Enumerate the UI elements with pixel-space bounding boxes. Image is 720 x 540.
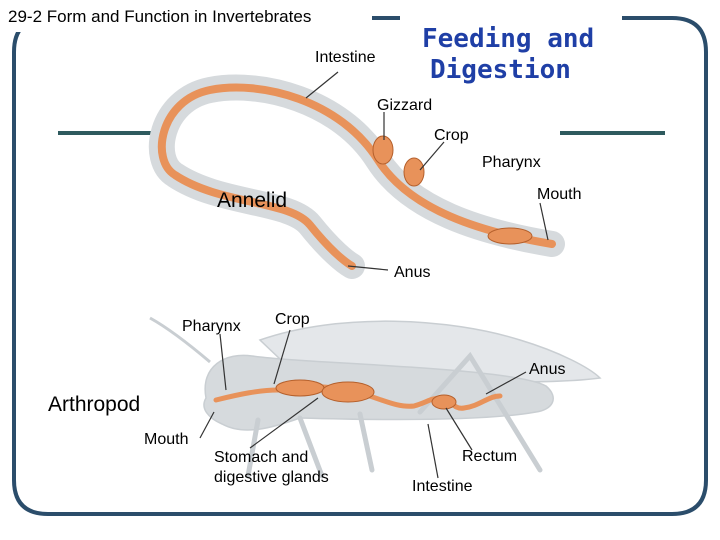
arthropod-intestine-label: Intestine (412, 478, 473, 495)
arthropod-crop-bulge (275, 379, 325, 397)
arthropod-rectum-label: Rectum (462, 448, 518, 465)
annelid-intestine-leader (305, 71, 339, 99)
arthropod-pharynx-label: Pharynx (182, 318, 241, 335)
page-heading: Feeding and Digestion (422, 24, 594, 86)
annelid-crop-bulge (403, 157, 425, 187)
arthropod-stomach-bulge (321, 381, 375, 403)
arthropod-mouth-label: Mouth (144, 431, 189, 448)
annelid-name: Annelid (217, 189, 288, 212)
arthropod-rectum-bulge (431, 394, 457, 410)
annelid-gizzard-label: Gizzard (377, 97, 433, 114)
arthropod-anus-leader (485, 371, 527, 395)
arthropod-stomach-label-line-2: digestive glands (214, 469, 329, 486)
arthropod-legs (245, 351, 543, 479)
annelid-mouth-label: Mouth (537, 186, 582, 203)
arthropod-mouth-leader (199, 411, 215, 439)
annelid-crop-leader (419, 141, 445, 171)
annelid-crop-label: Crop (434, 127, 469, 144)
arthropod-antenna (149, 316, 211, 364)
annelid-illustration (148, 71, 565, 279)
slide-frame (12, 16, 708, 516)
heading-line-1: Feeding and (422, 24, 595, 54)
annelid-pharynx-label: Pharynx (482, 154, 541, 171)
arthropod-intestine-leader (427, 423, 439, 479)
arthropod-illustration (149, 316, 602, 479)
annelid-anus-leader (347, 265, 389, 271)
arthropod-crop-label: Crop (275, 311, 310, 328)
title-backdrop (0, 0, 372, 32)
arthropod-anus-label: Anus (529, 361, 566, 378)
annelid-pharynx-bulge (487, 227, 533, 245)
arthropod-crop-leader (273, 329, 291, 385)
arthropod-stomach-label-line-1: Stomach and (214, 449, 309, 466)
slide-title: 29-2 Form and Function in Invertebrates (8, 7, 312, 26)
arthropod-pharynx-leader (219, 333, 227, 391)
heading-backdrop (400, 8, 622, 94)
arthropod-body (203, 354, 554, 431)
annelid-anus-label: Anus (394, 264, 431, 281)
annelid-mouth-leader (539, 202, 549, 241)
annelid-gut (157, 83, 556, 270)
arthropod-name: Arthropod (48, 393, 141, 416)
arthropod-rectum-leader (445, 407, 473, 451)
annelid-gizzard-bulge (372, 135, 394, 165)
heading-line-2: Digestion (430, 55, 571, 85)
arthropod-stomach-leader (249, 397, 319, 449)
annelid-intestine-label: Intestine (315, 49, 376, 66)
